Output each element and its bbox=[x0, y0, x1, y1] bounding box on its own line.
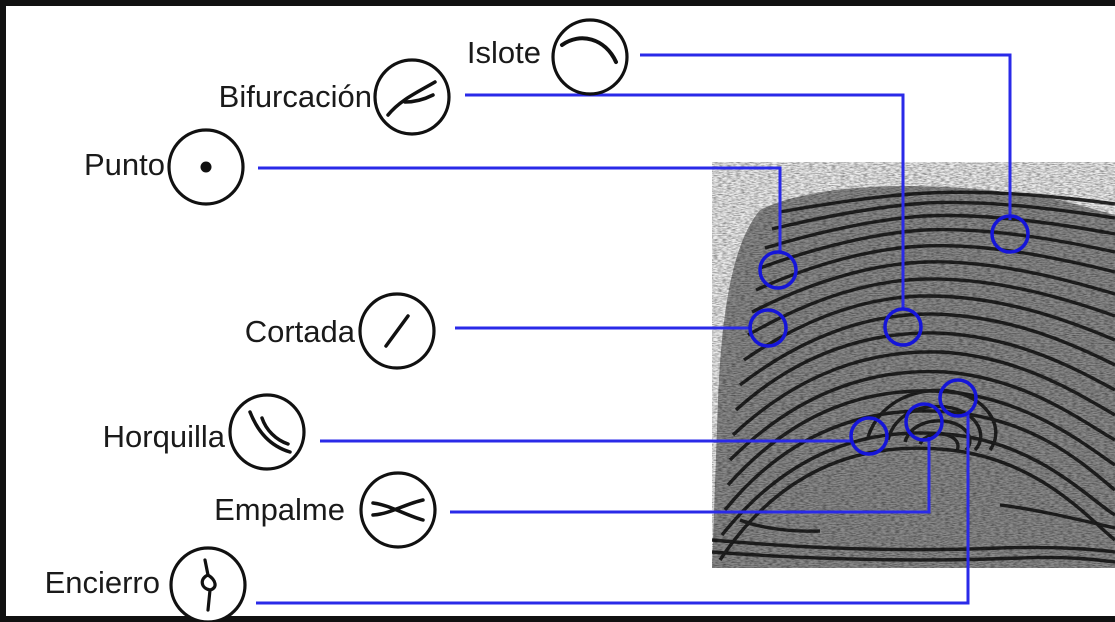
cortada-label: Cortada bbox=[245, 314, 356, 349]
enclosure-icon bbox=[171, 548, 245, 622]
fork-icon bbox=[230, 395, 304, 469]
dot-icon bbox=[169, 130, 243, 204]
bifurcacion-label: Bifurcación bbox=[219, 79, 372, 114]
punto-label: Punto bbox=[84, 147, 165, 182]
ridge-ending-icon bbox=[360, 294, 434, 368]
fingerprint-image bbox=[712, 162, 1115, 568]
horquilla-label: Horquilla bbox=[103, 419, 226, 454]
islote-label: Islote bbox=[467, 35, 541, 70]
punto-connector bbox=[258, 168, 780, 252]
crossover-icon bbox=[361, 473, 435, 547]
empalme-label: Empalme bbox=[214, 492, 345, 527]
islote-icon bbox=[553, 20, 627, 94]
encierro-label: Encierro bbox=[45, 565, 160, 600]
bifurcation-icon bbox=[375, 60, 449, 134]
labels: Islote Bifurcación Punto Cortada Horquil… bbox=[45, 35, 541, 600]
